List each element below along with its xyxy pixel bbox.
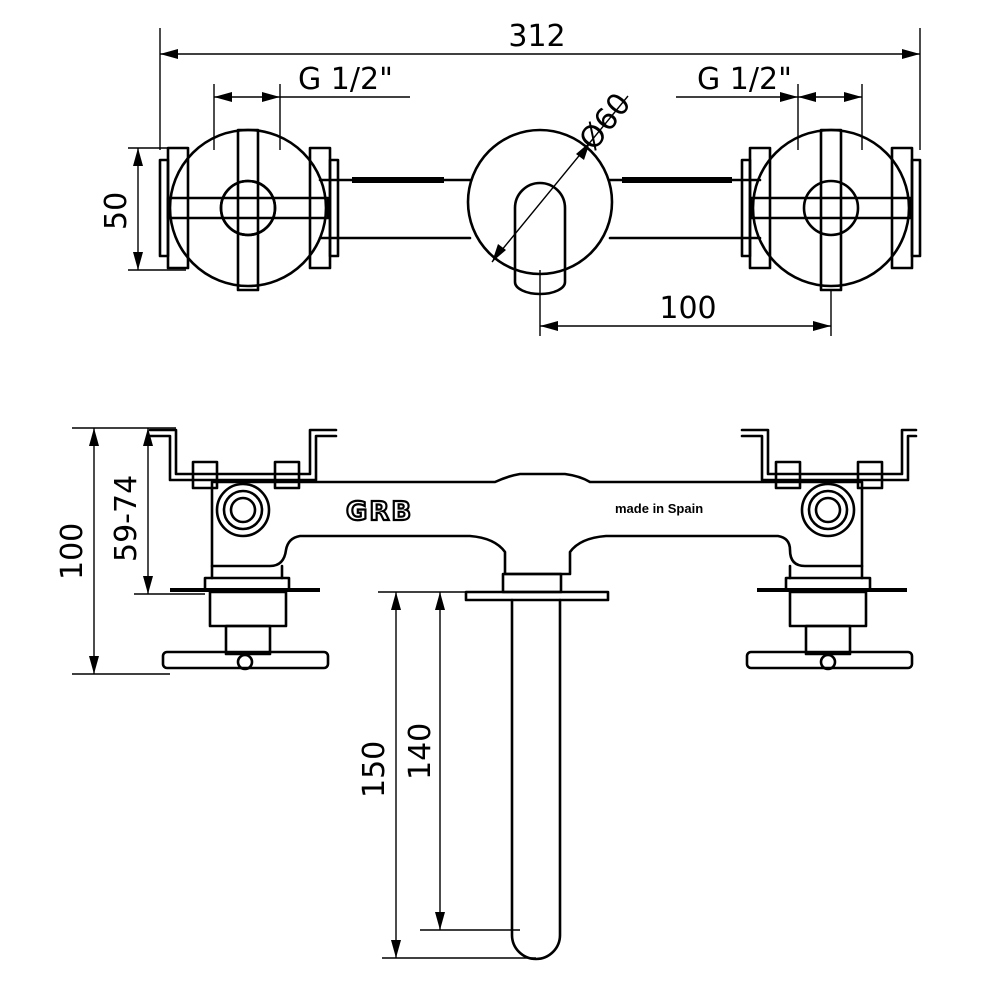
dim-projection-range-label: 59-74 [109,475,144,562]
dim-projection-range: 59-74 [109,428,205,595]
dim-thread-left: G 1/2" [213,62,410,150]
made-in-spain-text: made in Spain [615,501,703,516]
right-handle-front [745,564,914,671]
dim-thread-left-label: G 1/2" [298,62,393,97]
right-inlet [800,482,856,538]
dim-projection-total-label: 100 [55,523,90,580]
dim-height-top-label: 50 [99,192,134,230]
front-view: GRB made in Spain [55,427,918,961]
dim-overall-width-label: 312 [508,19,565,54]
dim-spout-offset-label: 100 [659,291,716,326]
dim-spout-reach: 140 [403,592,520,931]
brand-logo: GRB [346,497,413,527]
left-handle-top [158,128,340,292]
dim-projection-total: 100 [55,427,176,675]
top-view: 312 G 1/2" G 1/2" Ø60 [99,19,922,336]
right-bracket [740,428,918,490]
dim-spout-length-label: 150 [357,741,392,798]
dim-spout-length: 150 [357,591,536,959]
dim-thread-right-label: G 1/2" [697,62,792,97]
dim-spout-diameter-label: Ø60 [573,87,639,157]
dim-overall-width: 312 [159,19,921,150]
dim-spout-offset: 100 [539,270,832,336]
dim-spout-reach-label: 140 [403,723,438,780]
left-handle-front [161,564,330,671]
spout-top [466,128,614,296]
left-bracket [148,428,338,490]
dim-thread-right: G 1/2" [676,62,863,150]
spout-front [464,572,610,961]
valve-body: GRB made in Spain [210,472,864,576]
right-handle-top [740,128,922,292]
dim-height-top: 50 [99,147,186,271]
left-inlet [215,482,271,538]
top-body-bar [318,177,762,240]
